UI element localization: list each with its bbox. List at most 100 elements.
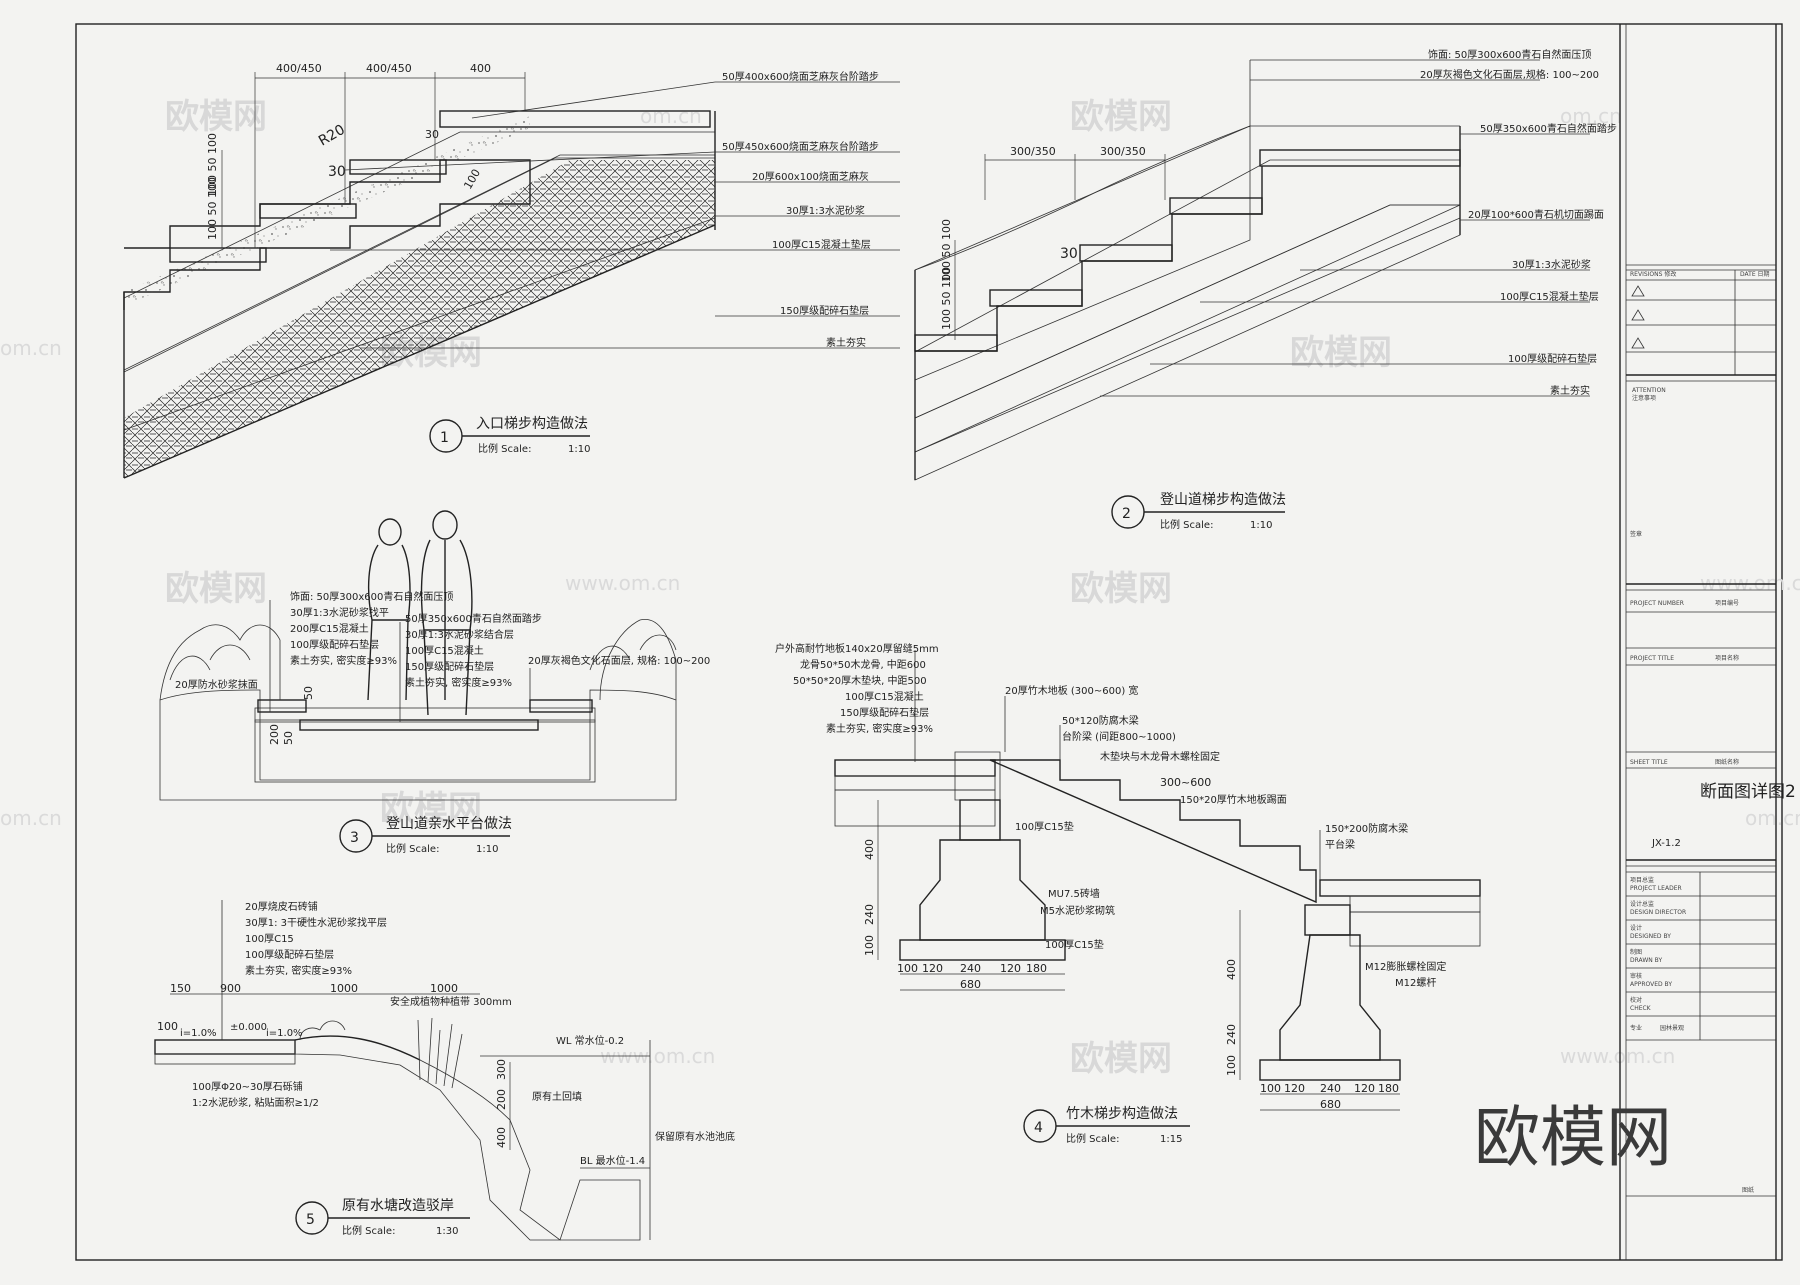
svg-text:100厚级配碎石垫层: 100厚级配碎石垫层 <box>245 948 334 961</box>
svg-text:i=1.0%: i=1.0% <box>266 1028 303 1039</box>
svg-text:M12膨胀螺栓固定: M12膨胀螺栓固定 <box>1365 960 1446 973</box>
svg-text:平台梁: 平台梁 <box>1325 838 1355 851</box>
svg-text:100 50 100: 100 50 100 <box>206 177 219 240</box>
svg-text:设计总监: 设计总监 <box>1630 900 1654 908</box>
svg-text:20厚防水砂浆抹面: 20厚防水砂浆抹面 <box>175 678 258 691</box>
svg-text:素土夯实, 密实度≥93%: 素土夯实, 密实度≥93% <box>405 676 512 689</box>
title-block: REVISIONS 修改 DATE 日期 ATTENTION 注意事项 签章 P… <box>1619 24 1796 1260</box>
svg-text:30厚1:3水泥砂浆: 30厚1:3水泥砂浆 <box>1512 258 1591 271</box>
svg-text:400: 400 <box>1225 959 1238 980</box>
svg-text:300/350: 300/350 <box>1100 145 1146 158</box>
svg-text:园林景观: 园林景观 <box>1660 1024 1684 1032</box>
svg-text:欧模网: 欧模网 <box>165 569 267 609</box>
detail-4-bamboo-wood-steps: 400 240 100 100 120 240 120 180 680 400 … <box>775 642 1481 1145</box>
svg-text:1:2水泥砂浆, 粘贴面积≥1/2: 1:2水泥砂浆, 粘贴面积≥1/2 <box>192 1096 319 1109</box>
svg-text:120: 120 <box>1000 962 1021 975</box>
svg-text:比例 Scale:: 比例 Scale: <box>342 1224 395 1237</box>
svg-text:±0.000: ±0.000 <box>230 1022 267 1033</box>
svg-text:50*50*20厚木垫块, 中距500: 50*50*20厚木垫块, 中距500 <box>793 674 927 687</box>
svg-text:项目编号: 项目编号 <box>1715 599 1739 607</box>
svg-text:1000: 1000 <box>330 982 358 995</box>
svg-text:比例 Scale:: 比例 Scale: <box>1160 518 1213 531</box>
svg-text:R20: R20 <box>316 122 348 150</box>
svg-text:240: 240 <box>1320 1082 1341 1095</box>
svg-text:设计: 设计 <box>1630 924 1642 932</box>
svg-text:20厚灰褐色文化石面层,规格: 100~200: 20厚灰褐色文化石面层,规格: 100~200 <box>1420 68 1599 81</box>
svg-text:120: 120 <box>1354 1082 1375 1095</box>
svg-text:专业: 专业 <box>1630 1024 1642 1032</box>
svg-text:400: 400 <box>470 62 491 75</box>
svg-text:PROJECT NUMBER: PROJECT NUMBER <box>1630 600 1684 607</box>
svg-text:图纸名称: 图纸名称 <box>1715 758 1739 766</box>
svg-text:20厚100*600青石机切面踢面: 20厚100*600青石机切面踢面 <box>1468 208 1604 221</box>
svg-text:20厚灰褐色文化石面层, 规格: 100~200: 20厚灰褐色文化石面层, 规格: 100~200 <box>528 654 710 667</box>
svg-text:5: 5 <box>306 1212 315 1228</box>
svg-text:120: 120 <box>1284 1082 1305 1095</box>
drawing-name: 断面图详图2 <box>1700 782 1796 802</box>
sheet-border <box>75 23 1783 1261</box>
svg-text:素土夯实, 密实度≥93%: 素土夯实, 密实度≥93% <box>826 722 933 735</box>
svg-text:900: 900 <box>220 982 241 995</box>
svg-text:20厚竹木地板 (300~600) 宽: 20厚竹木地板 (300~600) 宽 <box>1005 684 1138 697</box>
svg-text:100厚级配碎石垫层: 100厚级配碎石垫层 <box>1508 352 1597 365</box>
revision-triangle-icon <box>1631 337 1645 349</box>
svg-text:30: 30 <box>1060 246 1078 262</box>
people-figures-icon <box>367 510 473 716</box>
svg-text:200厚C15混凝土: 200厚C15混凝土 <box>290 622 369 635</box>
svg-text:150厚级配碎石垫层: 150厚级配碎石垫层 <box>405 660 494 673</box>
svg-text:30: 30 <box>328 164 346 180</box>
svg-text:50: 50 <box>302 686 315 700</box>
detail-3-waterside-platform: 饰面: 50厚300x600青石自然面压顶 30厚1:3水泥砂浆找平 200厚C… <box>159 510 710 855</box>
svg-text:30厚1:3水泥砂浆找平: 30厚1:3水泥砂浆找平 <box>290 606 389 619</box>
svg-text:APPROVED BY: APPROVED BY <box>1630 981 1672 988</box>
svg-text:50*120防腐木梁: 50*120防腐木梁 <box>1062 714 1139 727</box>
svg-text:素土夯实, 密实度≥93%: 素土夯实, 密实度≥93% <box>290 654 397 667</box>
svg-text:om.cn: om.cn <box>0 806 62 830</box>
svg-text:原有土回填: 原有土回填 <box>532 1090 582 1103</box>
svg-text:素土夯实: 素土夯实 <box>826 336 866 349</box>
svg-text:1: 1 <box>440 430 449 446</box>
svg-text:100: 100 <box>1260 1082 1281 1095</box>
svg-text:400: 400 <box>495 1127 508 1148</box>
svg-text:400/450: 400/450 <box>366 62 412 75</box>
svg-text:240: 240 <box>863 904 876 925</box>
detail-5-pond-revetment: 150 900 1000 1000 安全成植物种植带 300mm 100 i=1… <box>154 900 735 1241</box>
svg-text:DRAWN BY: DRAWN BY <box>1630 957 1662 964</box>
svg-text:原有水塘改造驳岸: 原有水塘改造驳岸 <box>342 1198 454 1214</box>
svg-text:1:15: 1:15 <box>1160 1134 1182 1145</box>
svg-text:欧模网: 欧模网 <box>165 97 267 137</box>
svg-text:DATE 日期: DATE 日期 <box>1740 270 1770 278</box>
svg-text:户外高耐竹地板140x20厚留缝5mm: 户外高耐竹地板140x20厚留缝5mm <box>775 642 939 655</box>
svg-text:4: 4 <box>1034 1120 1043 1136</box>
reeds-icon <box>299 1017 463 1089</box>
svg-text:om.cn: om.cn <box>1560 104 1622 128</box>
svg-text:240: 240 <box>960 962 981 975</box>
svg-text:PROJECT TITLE: PROJECT TITLE <box>1630 655 1674 662</box>
svg-text:龙骨50*50木龙骨, 中距600: 龙骨50*50木龙骨, 中距600 <box>800 658 926 671</box>
svg-text:入口梯步构造做法: 入口梯步构造做法 <box>476 416 588 432</box>
svg-text:100厚Φ20~30厚石砾铺: 100厚Φ20~30厚石砾铺 <box>192 1080 303 1093</box>
svg-text:100厚C15混凝土: 100厚C15混凝土 <box>405 644 484 657</box>
svg-text:饰面: 50厚300x600青石自然面压顶: 饰面: 50厚300x600青石自然面压顶 <box>290 590 453 603</box>
svg-text:www.om.cn: www.om.cn <box>1560 1044 1675 1068</box>
svg-text:制图: 制图 <box>1630 948 1642 956</box>
brand-watermark: 欧模网 <box>1474 1099 1672 1176</box>
svg-text:DESIGNED BY: DESIGNED BY <box>1630 933 1671 940</box>
svg-text:200: 200 <box>495 1089 508 1110</box>
signature-rows: 项目总监 PROJECT LEADER 设计总监 DESIGN DIRECTOR… <box>1626 876 1776 1041</box>
svg-text:签章: 签章 <box>1630 530 1642 538</box>
svg-text:CHECK: CHECK <box>1630 1005 1652 1012</box>
svg-text:30厚1:3水泥砂浆结合层: 30厚1:3水泥砂浆结合层 <box>405 628 514 641</box>
svg-text:PROJECT LEADER: PROJECT LEADER <box>1630 885 1682 892</box>
svg-text:50: 50 <box>282 731 295 745</box>
svg-text:审核: 审核 <box>1630 972 1642 980</box>
svg-text:100: 100 <box>1225 1055 1238 1076</box>
svg-text:30厚1: 3干硬性水泥砂浆找平层: 30厚1: 3干硬性水泥砂浆找平层 <box>245 916 387 929</box>
svg-text:30: 30 <box>425 128 439 141</box>
svg-text:om.cn: om.cn <box>1745 806 1800 830</box>
svg-text:M12螺杆: M12螺杆 <box>1395 977 1436 989</box>
svg-text:1:10: 1:10 <box>476 844 498 855</box>
svg-text:注意事项: 注意事项 <box>1632 394 1656 402</box>
svg-text:比例 Scale:: 比例 Scale: <box>478 442 531 455</box>
